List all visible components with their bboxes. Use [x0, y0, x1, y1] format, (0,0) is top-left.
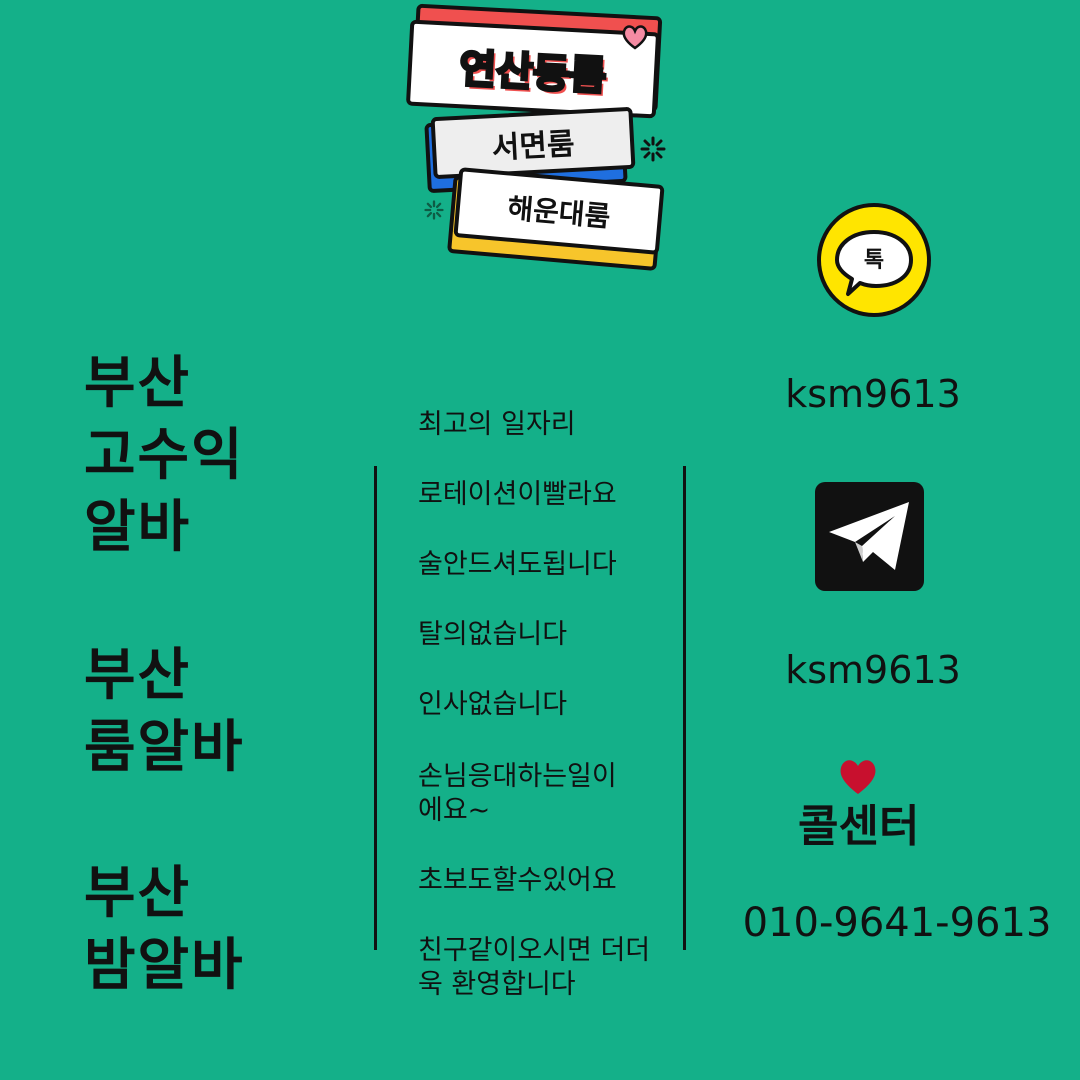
telegram-icon[interactable] — [815, 482, 924, 591]
divider-right — [683, 466, 686, 950]
left-text: 밤알바 — [84, 933, 245, 998]
left-text: 알바 — [84, 495, 192, 560]
feature-item: 인사없습니다 — [418, 689, 568, 720]
feature-item: 친구같이오시면 더더욱 환영합니다 — [418, 935, 651, 1000]
left-text: 룸알바 — [84, 715, 245, 780]
left-text: 부산 — [84, 351, 192, 416]
feature-item: 술안드셔도됩니다 — [418, 549, 617, 580]
kakao-id: ksm9613 — [785, 372, 961, 416]
logo-second-text: 서면룸 — [490, 126, 576, 167]
sparkle-icon — [640, 136, 666, 162]
left-block-3: 부산 밤알바 — [84, 858, 304, 1002]
left-text: 부산 — [84, 643, 192, 708]
left-text: 고수익 — [84, 423, 245, 488]
logo-third-text: 해운대룸 — [506, 191, 612, 234]
feature-item: 탈의없습니다 — [418, 619, 568, 650]
kakaotalk-icon[interactable]: 톡 — [816, 202, 932, 318]
heart-red-icon — [840, 760, 876, 794]
left-block-1: 부산 고수익 알바 — [84, 348, 304, 564]
kakao-badge-text: 톡 — [863, 248, 885, 273]
logo-sticker: 연산동룸 서면룸 해운대룸 — [400, 3, 680, 272]
divider-left — [374, 466, 377, 950]
phone-number[interactable]: 010-9641-9613 — [742, 900, 1052, 946]
feature-item: 손님응대하는일이 에요~ — [418, 761, 617, 826]
logo-main-text: 연산동룸 — [457, 45, 609, 102]
left-block-2: 부산 룸알바 — [84, 640, 304, 784]
left-text: 부산 — [84, 861, 192, 926]
feature-item: 로테이션이빨라요 — [418, 479, 617, 510]
feature-item: 초보도할수있어요 — [418, 865, 617, 896]
callcenter-label: 콜센터 — [798, 801, 920, 852]
feature-item: 최고의 일자리 — [418, 409, 576, 440]
sparkle-small-icon — [424, 200, 444, 220]
telegram-id: ksm9613 — [785, 648, 961, 692]
heart-icon — [622, 25, 648, 50]
callcenter-logo: 콜센터 — [792, 756, 962, 856]
